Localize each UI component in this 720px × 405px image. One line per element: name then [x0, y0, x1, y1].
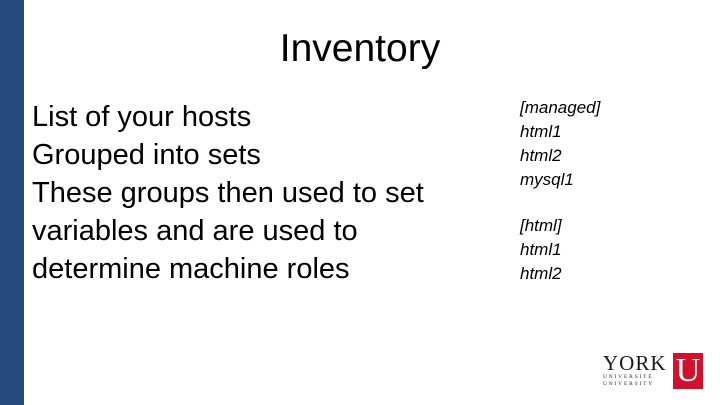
- body-line: determine machine roles: [32, 253, 350, 285]
- body-text-block: List of your hosts Grouped into sets The…: [32, 98, 484, 288]
- body-line: Grouped into sets: [32, 139, 261, 171]
- inventory-host: html2: [520, 264, 562, 283]
- york-university-logo: YORK UNIVERSITÉ UNIVERSITY U: [603, 352, 703, 394]
- inventory-group: [html] html1 html2: [520, 214, 700, 286]
- york-u-mark-icon: U: [673, 353, 703, 389]
- york-wordmark-block: YORK UNIVERSITÉ UNIVERSITY: [603, 352, 669, 388]
- inventory-host: html2: [520, 146, 562, 165]
- body-line: List of your hosts: [32, 101, 252, 133]
- inventory-host: mysql1: [520, 170, 574, 189]
- page-title: Inventory: [279, 27, 441, 70]
- body-line: These groups then used to set: [32, 177, 424, 209]
- inventory-host: html1: [520, 240, 562, 259]
- inventory-group-header: [html]: [520, 216, 562, 235]
- york-wordmark-text: YORK: [603, 351, 667, 375]
- york-subtitle-en: UNIVERSITY: [603, 381, 654, 387]
- body-line: variables and are used to: [32, 215, 358, 247]
- york-subtitle-fr: UNIVERSITÉ: [603, 374, 654, 380]
- inventory-group-header: [managed]: [520, 98, 601, 117]
- inventory-listing: [managed] html1 html2 mysql1 [html] html…: [520, 96, 700, 286]
- inventory-host: html1: [520, 122, 562, 141]
- inventory-group: [managed] html1 html2 mysql1: [520, 96, 700, 192]
- york-u-letter: U: [675, 352, 701, 389]
- left-accent-bar: [0, 0, 24, 405]
